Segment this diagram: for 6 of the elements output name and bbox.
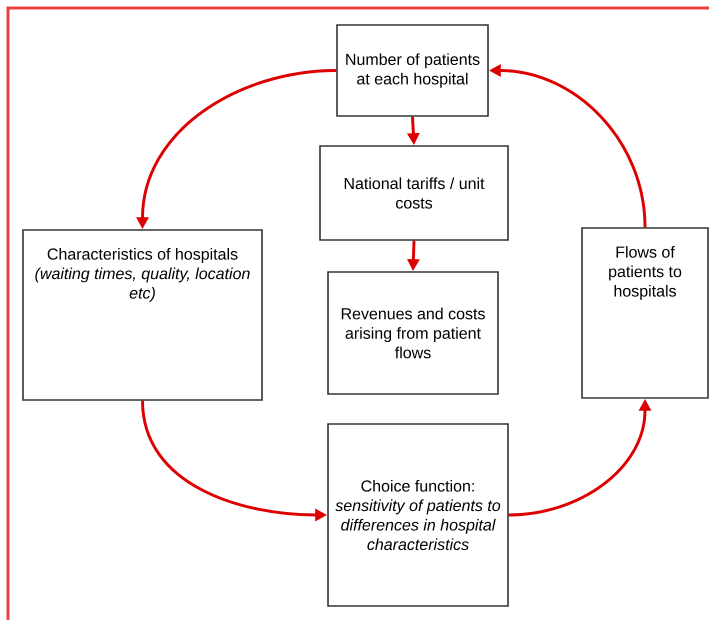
- process-box: Characteristics of hospitals (waiting times, quality, location etc): [22, 229, 263, 401]
- process-box: Flows of patients to hospitals: [581, 227, 709, 399]
- process-box: Choice function: sensitivity of patients to differences in hospital characteristics: [327, 423, 509, 607]
- process-box: Revenues and costs arising from patient flows: [327, 271, 499, 395]
- process-box: Number of patients at each hospital: [336, 24, 489, 117]
- process-box: National tariffs / unit costs: [319, 145, 509, 241]
